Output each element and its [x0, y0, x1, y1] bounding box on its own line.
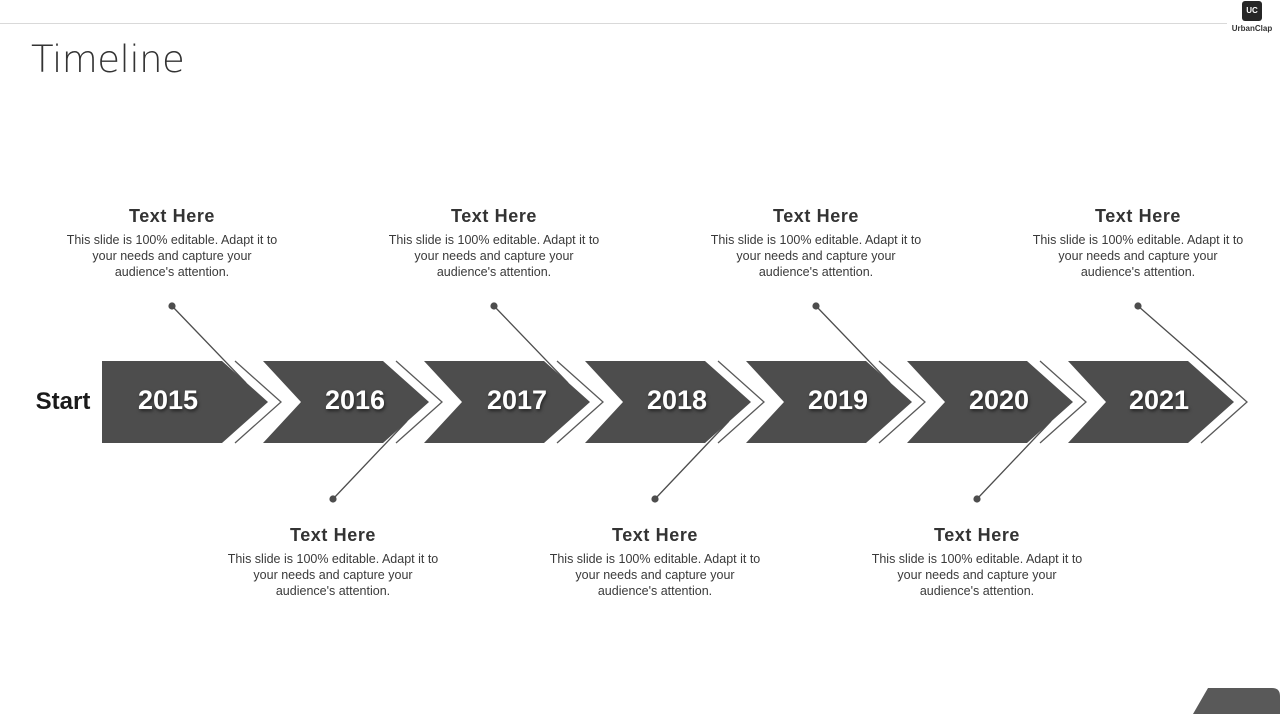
callout-heading: Text Here	[772, 206, 860, 226]
brand-logo: UC UrbanClap	[1228, 1, 1276, 33]
year-label: 2016	[324, 385, 386, 415]
callout-body: This slide is 100% editable. Adapt it to…	[66, 233, 278, 279]
start-label: Start	[35, 388, 91, 415]
year-label: 2015	[137, 385, 199, 415]
chevron-outline	[878, 360, 926, 444]
connector-dot	[490, 302, 498, 310]
callout-heading: Text Here	[933, 525, 1021, 545]
milestone-callout: Text Here This slide is 100% editable. A…	[545, 525, 765, 599]
page-title: Timeline	[31, 38, 185, 81]
year-label: 2019	[807, 385, 869, 415]
chevron-arrow	[907, 361, 1073, 443]
connector-line	[332, 420, 408, 500]
connector-dot	[812, 302, 820, 310]
connector-line	[654, 420, 730, 500]
milestone-callout: Text Here This slide is 100% editable. A…	[62, 206, 282, 280]
chevron-arrow	[1068, 361, 1234, 443]
year-label: 2018	[646, 385, 708, 415]
year-label: 2021	[1128, 385, 1190, 415]
connector-line	[1137, 305, 1227, 384]
callout-body: This slide is 100% editable. Adapt it to…	[871, 552, 1083, 598]
chevron-outline	[717, 360, 765, 444]
chevron-arrow	[102, 361, 268, 443]
callout-heading: Text Here	[450, 206, 538, 226]
chevron-outline	[234, 360, 282, 444]
chevron-arrow	[746, 361, 912, 443]
connector-dot	[973, 495, 981, 503]
year-label: 2020	[968, 385, 1030, 415]
connector-line	[493, 305, 569, 384]
callout-body: This slide is 100% editable. Adapt it to…	[388, 233, 600, 279]
connector-line	[815, 305, 891, 384]
chevron-outline	[395, 360, 443, 444]
logo-badge: UC	[1242, 1, 1262, 21]
connector-dot	[651, 495, 659, 503]
milestone-callout: Text Here This slide is 100% editable. A…	[223, 525, 443, 599]
milestone-callout: Text Here This slide is 100% editable. A…	[1028, 206, 1248, 280]
corner-tab-shape	[1193, 688, 1280, 714]
milestone-callout: Text Here This slide is 100% editable. A…	[867, 525, 1087, 599]
chevron-outline	[1039, 360, 1087, 444]
connector-dot	[329, 495, 337, 503]
connector-dot	[1134, 302, 1142, 310]
callout-body: This slide is 100% editable. Adapt it to…	[1032, 233, 1244, 279]
callout-body: This slide is 100% editable. Adapt it to…	[549, 552, 761, 598]
connector-dot	[168, 302, 176, 310]
chevron-arrow	[585, 361, 751, 443]
callout-body: This slide is 100% editable. Adapt it to…	[227, 552, 439, 598]
milestone-callout: Text Here This slide is 100% editable. A…	[706, 206, 926, 280]
connector-line	[171, 305, 247, 384]
callout-heading: Text Here	[289, 525, 377, 545]
year-label: 2017	[486, 385, 548, 415]
chevron-outline	[556, 360, 604, 444]
connector-line	[976, 420, 1052, 500]
chevron-arrow	[263, 361, 429, 443]
chevron-arrow	[424, 361, 590, 443]
callout-heading: Text Here	[128, 206, 216, 226]
callout-body: This slide is 100% editable. Adapt it to…	[710, 233, 922, 279]
callout-heading: Text Here	[611, 525, 699, 545]
callout-heading: Text Here	[1094, 206, 1182, 226]
logo-text: UrbanClap	[1231, 24, 1273, 33]
header-divider	[0, 23, 1227, 24]
milestone-callout: Text Here This slide is 100% editable. A…	[384, 206, 604, 280]
